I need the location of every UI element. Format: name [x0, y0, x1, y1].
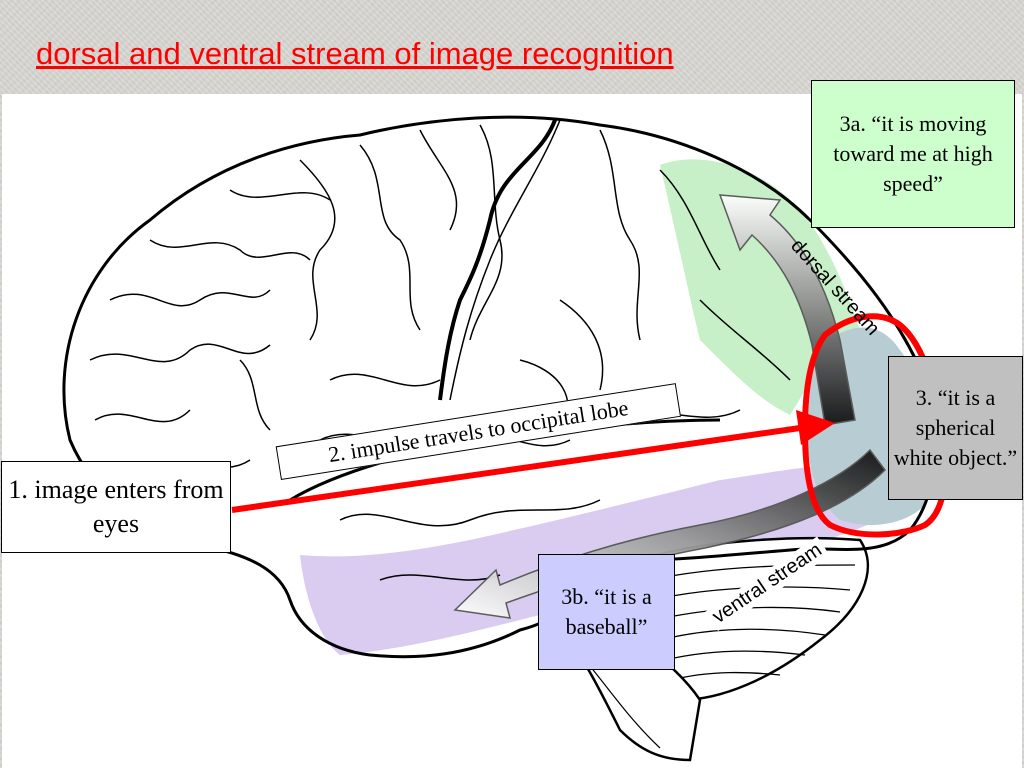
label-1-text: 1. image enters from eyes	[8, 475, 224, 538]
label-3-box: 3. “it is a spherical white object.”	[888, 356, 1023, 500]
label-3a-text: 3a. “it is moving toward me at high spee…	[833, 111, 993, 196]
label-3-text: 3. “it is a spherical white object.”	[893, 385, 1018, 470]
dorsal-region	[660, 159, 860, 415]
impulse-arrow-line	[231, 425, 801, 513]
label-1-box: 1. image enters from eyes	[1, 461, 231, 553]
slide-title: dorsal and ventral stream of image recog…	[36, 36, 674, 71]
label-3a-box: 3a. “it is moving toward me at high spee…	[811, 80, 1015, 228]
label-3b-text: 3b. “it is a baseball”	[561, 584, 652, 639]
brain-outline	[62, 115, 938, 659]
impulse-arrow-head	[796, 410, 835, 445]
central-sulcus	[438, 119, 557, 401]
label-3b-box: 3b. “it is a baseball”	[538, 554, 675, 670]
dorsal-stream-arrow	[718, 194, 856, 426]
